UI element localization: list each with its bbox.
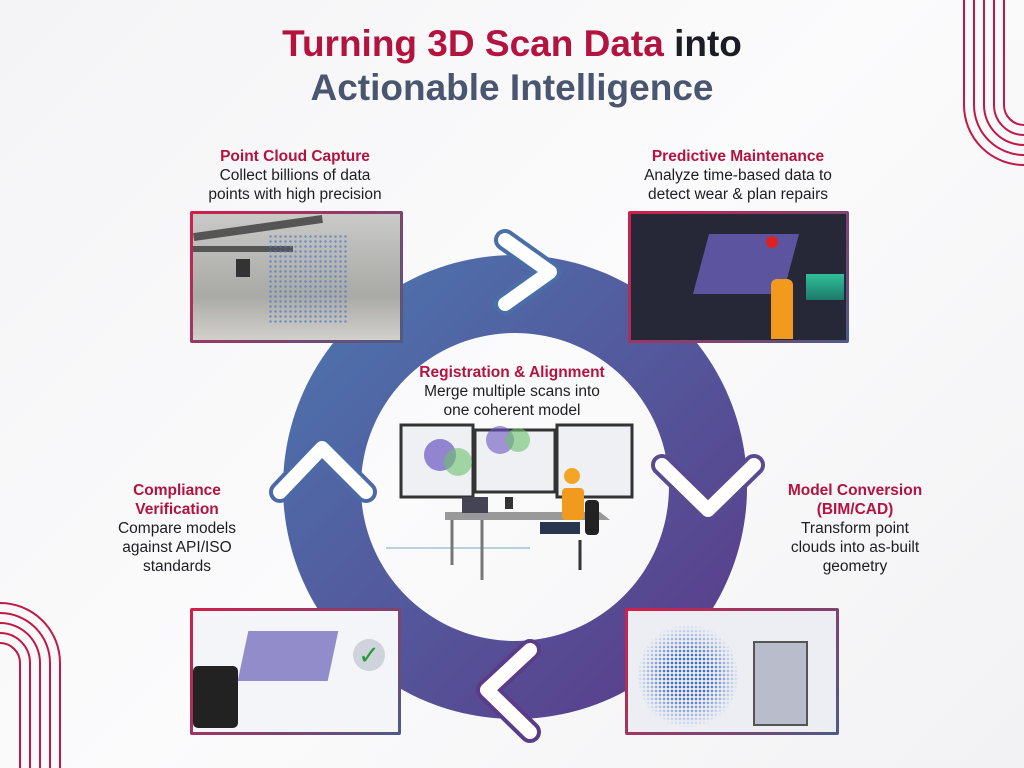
center-step-registration: Registration & Alignment Merge multiple … [392,363,632,420]
step-compliance-verification: Compliance Verification Compare models a… [92,481,262,576]
page-title-line2: Actionable Intelligence [310,67,714,108]
title-rest: into [663,23,742,64]
chevron-left-icon [476,639,541,743]
step-description: Transform point [801,520,909,537]
step-description: clouds into as-built [790,539,920,556]
step-description: against API/ISO [122,539,232,556]
step-heading: Registration & Alignment [419,364,605,381]
ring-shape [283,255,748,719]
workstation-illustration [386,423,634,580]
page-title-line1: Turning 3D Scan Data into [0,22,1024,66]
step-description: one coherent model [443,402,581,419]
title-accent: Turning 3D Scan Data [282,23,664,64]
step-description: standards [142,558,212,575]
chevron-down-icon [651,454,765,521]
step-description: geometry [822,558,888,575]
step-description: detect wear & plan repairs [647,186,829,203]
compliance-verification-image: ✓ [190,608,401,735]
step-description: Merge multiple scans into [424,383,600,400]
step-description: points with high precision [208,186,382,203]
step-heading: Predictive Maintenance [651,148,825,165]
step-description: Analyze time-based data to [644,167,832,184]
step-heading: Verification [135,501,219,518]
corner-arcs-bottom-left [0,602,61,768]
chevron-right-icon [494,229,561,315]
step-model-conversion: Model Conversion (BIM/CAD) Transform poi… [770,481,940,576]
step-point-cloud-capture: Point Cloud Capture Collect billions of … [180,147,410,204]
step-heading: (BIM/CAD) [816,501,894,518]
step-predictive-maintenance: Predictive Maintenance Analyze time-base… [613,147,863,204]
predictive-maintenance-image [628,211,849,343]
corner-arcs-top-right [963,0,1024,166]
point-cloud-capture-image [190,211,403,343]
step-heading: Point Cloud Capture [220,148,370,165]
step-heading: Model Conversion [787,482,923,499]
checkmark-icon: ✓ [353,639,385,671]
chevron-up-icon [269,437,377,503]
step-description: Compare models [117,520,237,537]
model-conversion-image [625,608,839,735]
step-heading: Compliance [133,482,221,499]
step-description: Collect billions of data [219,167,371,184]
